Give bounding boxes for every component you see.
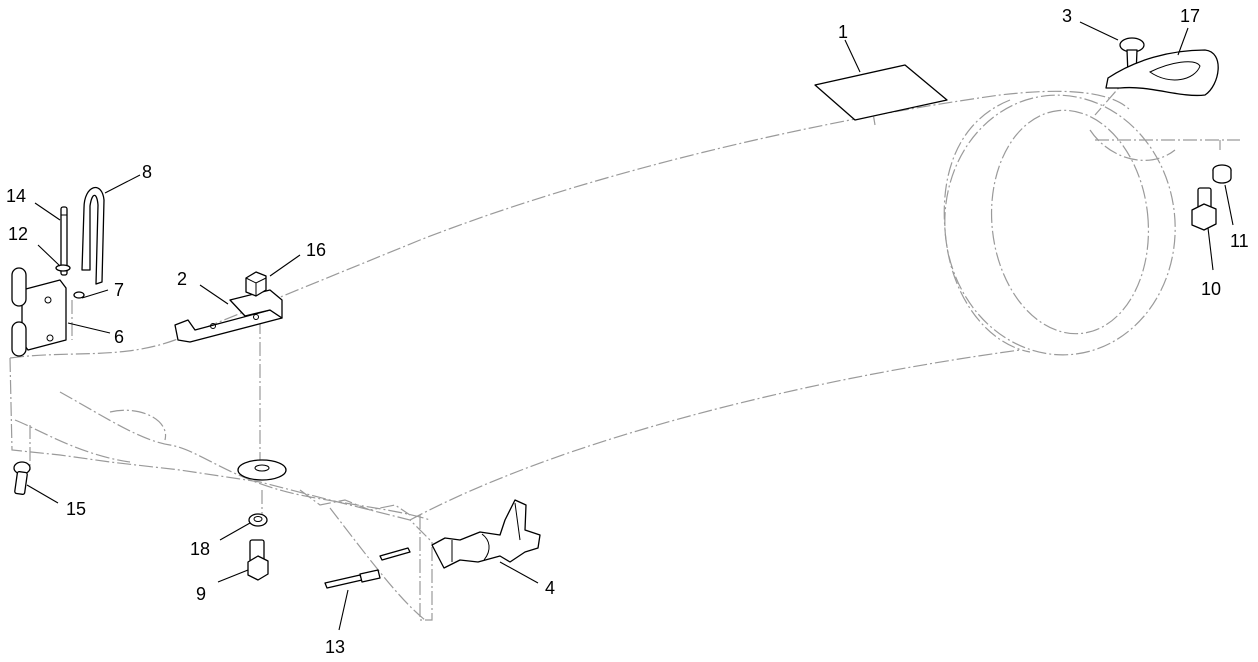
bolt-15 [13,461,31,495]
callout-11: 11 [1230,231,1249,251]
deflector-handle [1105,49,1219,97]
callouts: 1 2 3 4 6 7 8 9 10 11 12 13 14 15 16 17 … [6,6,1249,657]
callout-17: 17 [1180,6,1200,26]
bolt-9 [247,539,269,581]
callout-7: 7 [114,280,124,300]
callout-16: 16 [306,240,326,260]
callout-9: 9 [196,584,206,604]
decal-plate [814,64,948,121]
nut [245,271,267,297]
callout-15: 15 [66,499,86,519]
washer-small [55,264,71,272]
washer-11 [1212,164,1232,184]
washer-7 [73,291,85,299]
callout-6: 6 [114,327,124,347]
callout-8: 8 [142,162,152,182]
callout-13: 13 [325,637,345,657]
callout-12: 12 [8,224,28,244]
callout-2: 2 [177,269,187,289]
latch-handle [431,499,541,569]
deflector-bracket [174,289,283,343]
washer-18 [248,513,268,527]
pivot-boss [237,459,287,481]
spring-rod [81,187,105,285]
callout-4: 4 [545,578,555,598]
bolt-10 [1191,187,1217,231]
rivet-pin [324,547,411,589]
leader-lines [26,21,1234,631]
callout-18: 18 [190,539,210,559]
hinge-plate [11,267,67,357]
callout-10: 10 [1201,279,1221,299]
hinge-pin [60,206,68,276]
callout-3: 3 [1062,6,1072,26]
callout-1: 1 [838,22,848,42]
callout-14: 14 [6,186,26,206]
